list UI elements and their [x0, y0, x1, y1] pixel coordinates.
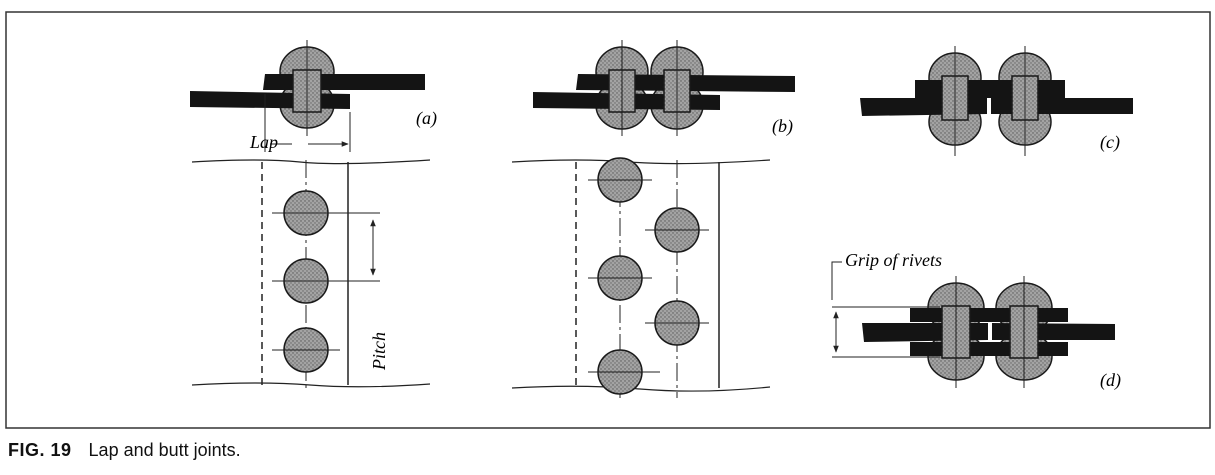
view-a-section: Lap (a)	[190, 40, 437, 152]
cover-strap	[915, 80, 1065, 98]
view-a-plan: Pitch	[191, 159, 431, 392]
bottom-plate	[190, 91, 350, 109]
view-d-label: (d)	[1100, 370, 1121, 391]
view-c-section: (c)	[860, 46, 1133, 156]
lap-label: Lap	[249, 132, 278, 152]
figure-number: FIG. 19	[8, 440, 72, 460]
view-d-section: Grip of rivets (d)	[831, 250, 1121, 391]
view-b-label: (b)	[772, 116, 793, 137]
grip-label: Grip of rivets	[845, 250, 942, 270]
bottom-strap	[910, 342, 1068, 356]
view-a-label: (a)	[416, 108, 437, 129]
top-strap	[910, 308, 1068, 322]
view-b-section: (b)	[533, 40, 795, 137]
top-plate	[263, 74, 425, 90]
caption-text: Lap and butt joints.	[88, 440, 241, 460]
figure-caption: FIG. 19 Lap and butt joints.	[8, 440, 241, 461]
figure-frame	[5, 11, 1211, 429]
pitch-label: Pitch	[369, 332, 389, 371]
view-b-plan	[511, 157, 771, 398]
view-c-label: (c)	[1100, 132, 1120, 153]
